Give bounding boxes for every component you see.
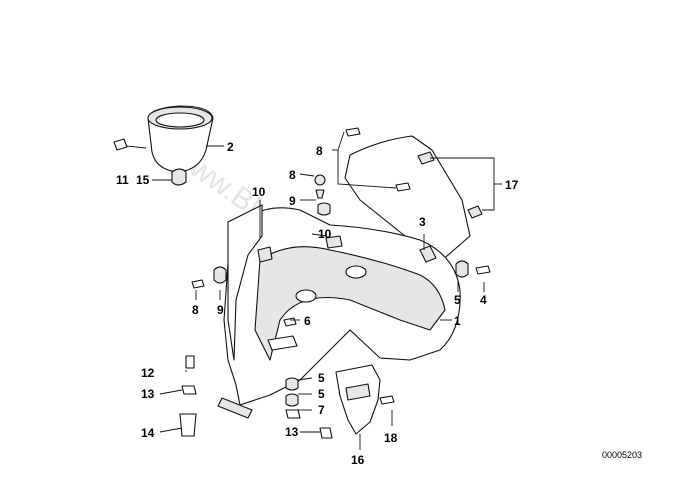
part-cup [147,105,214,173]
callout-5: 5 [318,371,325,385]
callout-4: 4 [480,293,487,307]
callout-7: 7 [318,403,325,417]
callout-12: 12 [141,366,155,380]
callout-14: 14 [141,426,155,440]
screw-11-icon [113,138,147,151]
part-bracket-16 [335,364,381,435]
reference-number: 00005203 [602,450,642,460]
callout-8: 8 [316,144,323,158]
fasteners [179,127,491,439]
callout-1: 1 [454,314,461,328]
callout-16: 16 [351,453,365,467]
leader-lines [152,131,502,450]
callout-5: 5 [454,293,461,307]
callout-13: 13 [285,425,299,439]
callout-9: 9 [289,194,296,208]
callout-8: 8 [192,303,199,317]
callout-18: 18 [384,431,398,445]
callout-5: 5 [318,387,325,401]
callout-15: 15 [136,173,150,187]
callout-17: 17 [505,178,519,192]
callout-10: 10 [252,185,266,199]
callout-6: 6 [304,314,311,328]
callout-8: 8 [289,168,296,182]
callout-11: 11 [116,173,129,187]
callout-10: 10 [318,227,332,241]
part-side-panel [227,204,273,361]
callout-13: 13 [141,387,155,401]
callout-2: 2 [227,140,234,154]
callouts: 1 2 3 4 5 5 5 6 7 8 8 8 9 9 10 10 11 12 … [116,140,519,467]
grommet-15-icon [171,168,187,186]
callout-9: 9 [217,303,224,317]
callout-3: 3 [419,215,426,229]
part-inner-fender [217,207,461,419]
